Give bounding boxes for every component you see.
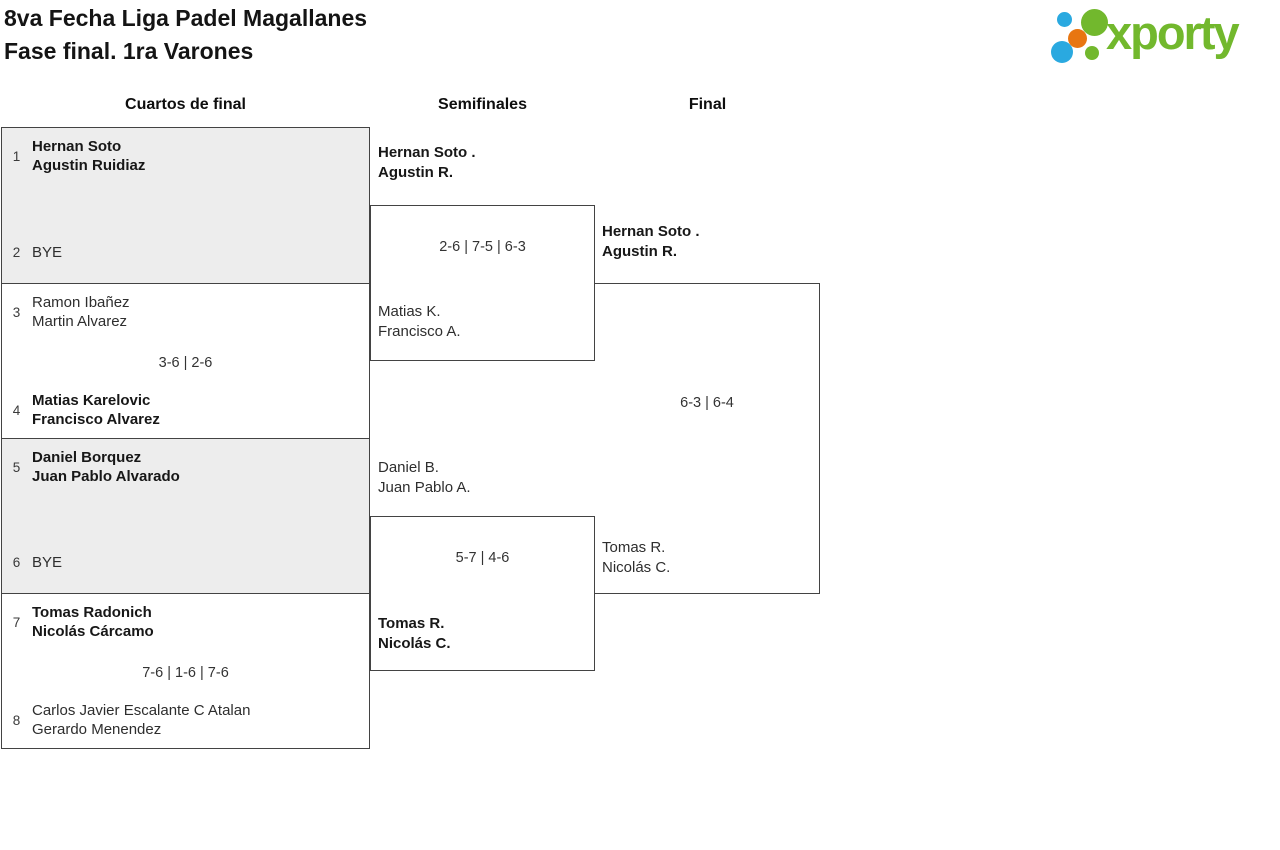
seed-number: 8	[12, 712, 21, 728]
final-score: 6-3 | 6-4	[680, 395, 734, 411]
team-names: Tomas Radonich Nicolás Cárcamo	[32, 603, 154, 641]
page-title-line1: 8va Fecha Liga Padel Magallanes	[4, 5, 368, 31]
player-name: Martin Alvarez	[32, 313, 128, 330]
player-name: Daniel B.	[378, 459, 439, 476]
team-names: BYE	[32, 243, 62, 262]
player-name: Hernan Soto	[32, 138, 122, 155]
logo-wordmark: xporty	[1106, 6, 1240, 59]
match-qf3: 5 Daniel Borquez Juan Pablo Alvarado 6 B…	[1, 438, 370, 594]
seed-number: 7	[12, 614, 21, 630]
player-name: Tomas Radonich	[32, 604, 152, 621]
seed-number: 5	[12, 459, 21, 475]
xporty-logo[interactable]: xporty	[1048, 4, 1278, 66]
logo-dot-blue-large-icon	[1051, 41, 1073, 63]
seed-number: 3	[12, 304, 21, 320]
player-name: Daniel Borquez	[32, 449, 142, 466]
player-name: Agustin R.	[602, 243, 677, 260]
round-header-semifinales: Semifinales	[438, 96, 527, 113]
match-qf4: 7 Tomas Radonich Nicolás Cárcamo 7-6 | 1…	[1, 593, 370, 749]
sf2-team2-label: Tomas R. Nicolás C.	[378, 614, 451, 654]
round-header-cuartos: Cuartos de final	[125, 96, 246, 113]
sf1-score: 2-6 | 7-5 | 6-3	[439, 239, 526, 255]
final-team2-label: Tomas R. Nicolás C.	[602, 538, 670, 578]
team-names: Hernan Soto Agustin Ruidiaz	[32, 137, 145, 175]
logo-dot-green-small-icon	[1085, 46, 1099, 60]
logo-dot-green-large-icon	[1081, 9, 1108, 36]
qf2-team2-row: 4 Matias Karelovic Francisco Alvarez	[11, 391, 160, 429]
seed-number: 6	[12, 555, 21, 570]
team-names: Daniel Borquez Juan Pablo Alvarado	[32, 448, 180, 486]
qf1-team2-row: 2 BYE	[11, 243, 62, 262]
team-names: BYE	[32, 553, 62, 572]
sf1-team1-label: Hernan Soto . Agustin R.	[378, 143, 476, 183]
sf2-score: 5-7 | 4-6	[455, 550, 510, 566]
match-sf2: 5-7 | 4-6	[370, 516, 595, 671]
page-title: 8va Fecha Liga Padel Magallanes Fase fin…	[4, 2, 367, 68]
player-name: Tomas R.	[378, 615, 445, 632]
team-names: Ramon Ibañez Martin Alvarez	[32, 293, 130, 331]
sf1-team2-label: Matias K. Francisco A.	[378, 302, 461, 342]
player-name: Juan Pablo A.	[378, 479, 471, 496]
player-name: Gerardo Menendez	[32, 721, 162, 738]
qf3-team2-row: 6 BYE	[11, 553, 62, 572]
player-name: Tomas R.	[602, 539, 666, 556]
player-name: Nicolás C.	[602, 559, 671, 576]
qf3-team1-row: 5 Daniel Borquez Juan Pablo Alvarado	[11, 448, 180, 486]
team-names: Carlos Javier Escalante C Atalan Gerardo…	[32, 701, 250, 739]
player-name: Francisco Alvarez	[32, 411, 160, 428]
match-qf1: 1 Hernan Soto Agustin Ruidiaz 2 BYE	[1, 127, 370, 284]
seed-number: 4	[12, 402, 21, 418]
match-final: 6-3 | 6-4	[595, 283, 820, 594]
player-name: Nicolás Cárcamo	[32, 623, 154, 640]
player-name: Ramon Ibañez	[32, 294, 130, 311]
qf2-team1-row: 3 Ramon Ibañez Martin Alvarez	[11, 293, 130, 331]
final-team1-label: Hernan Soto . Agustin R.	[602, 222, 700, 262]
player-name: Matias Karelovic	[32, 392, 151, 409]
player-name: Carlos Javier Escalante C Atalan	[32, 702, 251, 719]
match-sf1: 2-6 | 7-5 | 6-3	[370, 205, 595, 361]
qf1-team1-row: 1 Hernan Soto Agustin Ruidiaz	[11, 137, 146, 175]
player-name: BYE	[32, 244, 63, 261]
player-name: Nicolás C.	[378, 635, 451, 652]
player-name: Juan Pablo Alvarado	[32, 468, 180, 485]
player-name: Agustin R.	[378, 164, 453, 181]
qf4-score: 7-6 | 1-6 | 7-6	[142, 665, 229, 681]
player-name: BYE	[32, 554, 63, 571]
player-name: Hernan Soto .	[378, 144, 476, 161]
player-name: Francisco A.	[378, 323, 461, 340]
logo-dot-orange-icon	[1068, 29, 1087, 48]
team-names: Matias Karelovic Francisco Alvarez	[32, 391, 160, 429]
match-qf2: 3 Ramon Ibañez Martin Alvarez 3-6 | 2-6 …	[1, 283, 370, 439]
qf2-score: 3-6 | 2-6	[158, 355, 213, 371]
player-name: Agustin Ruidiaz	[32, 157, 146, 174]
seed-number: 2	[12, 245, 21, 260]
qf4-team2-row: 8 Carlos Javier Escalante C Atalan Gerar…	[11, 701, 251, 739]
seed-number: 1	[12, 148, 21, 164]
player-name: Matias K.	[378, 303, 441, 320]
sf2-team1-label: Daniel B. Juan Pablo A.	[378, 458, 471, 498]
logo-dot-blue-small-icon	[1057, 12, 1072, 27]
player-name: Hernan Soto .	[602, 223, 700, 240]
round-header-final: Final	[688, 96, 727, 113]
page-title-line2: Fase final. 1ra Varones	[4, 38, 254, 64]
qf4-team1-row: 7 Tomas Radonich Nicolás Cárcamo	[11, 603, 154, 641]
